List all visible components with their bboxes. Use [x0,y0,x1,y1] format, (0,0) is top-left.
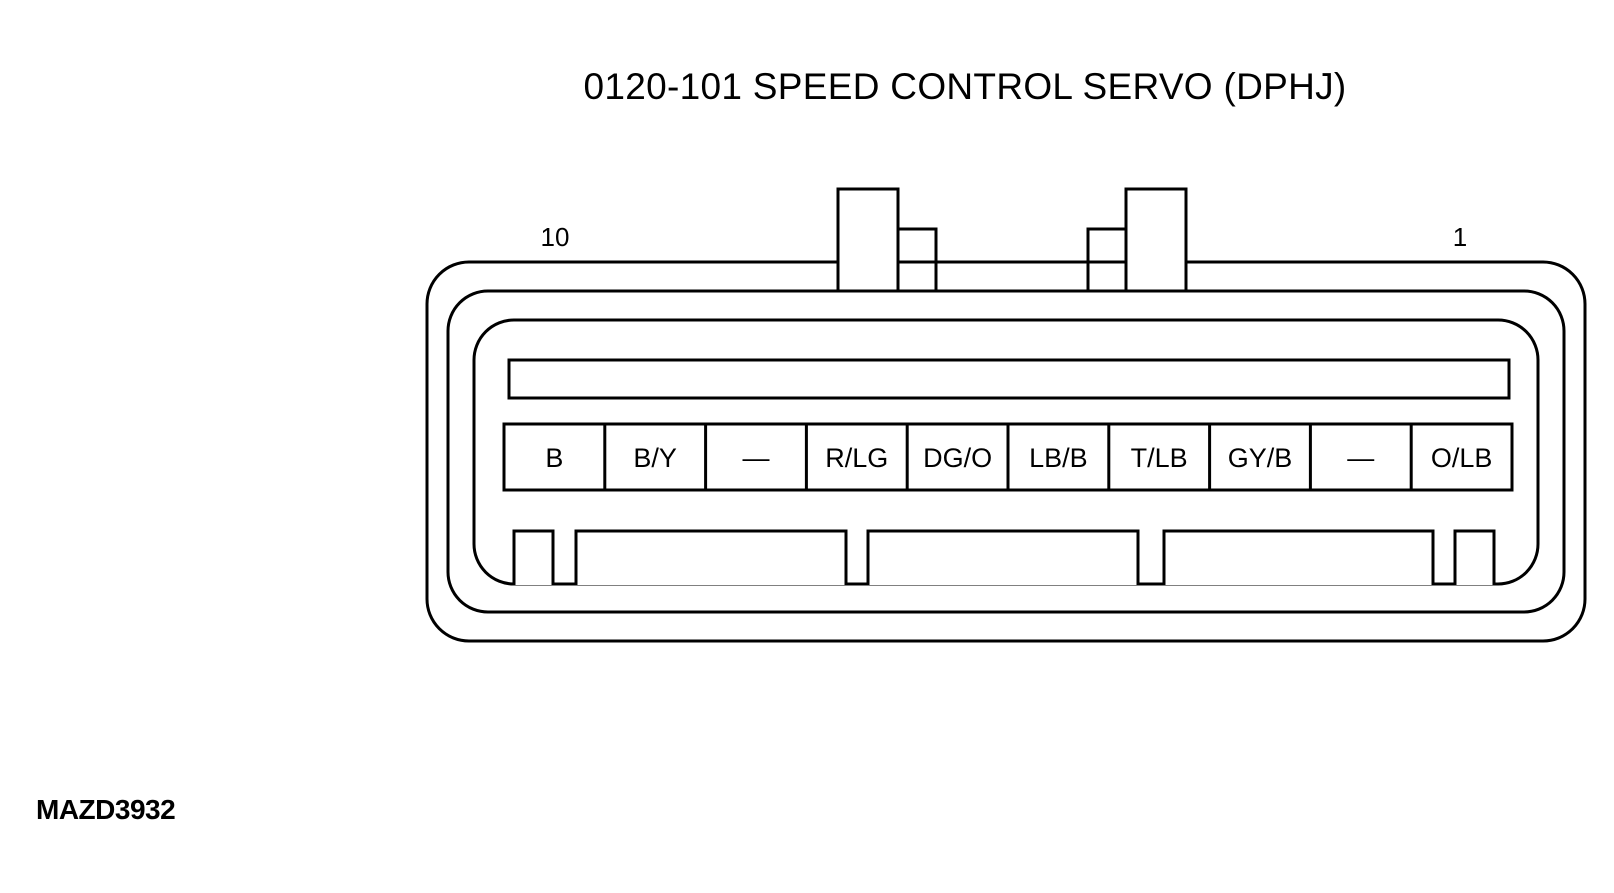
pin-row: B B/Y — R/LG DG/O LB/B T/LB GY/B — O/LB [502,422,1514,492]
pin-9-wire-color: B/Y [633,443,677,473]
locking-tab-left [836,187,938,293]
bottom-key-1 [574,529,848,585]
pin-7-wire-color: R/LG [825,443,888,473]
pin-4-wire-color: T/LB [1131,443,1188,473]
figure-id: MAZD3932 [36,794,176,825]
pin-8-wire-color: — [743,443,770,473]
pin-3-wire-color: GY/B [1228,443,1293,473]
pin-10-wire-color: B [545,443,563,473]
bottom-key-right-small [1453,529,1496,585]
bottom-key-2 [866,529,1140,585]
diagram-title: 0120-101 SPEED CONTROL SERVO (DPHJ) [583,66,1347,107]
locking-tab-right [1086,187,1188,293]
connector-outer-shell [425,260,1587,643]
pin-5-wire-color: LB/B [1029,443,1088,473]
connector-middle-shell [446,289,1566,614]
pin-number-1: 1 [1453,222,1467,252]
pin-6-wire-color: DG/O [923,443,992,473]
pin-number-10: 10 [541,222,570,252]
bottom-key-left-small [512,529,555,585]
pin-1-wire-color: O/LB [1431,443,1493,473]
bottom-key-3 [1162,529,1435,585]
pin-2-wire-color: — [1347,443,1374,473]
connector-top-bar [507,358,1511,400]
